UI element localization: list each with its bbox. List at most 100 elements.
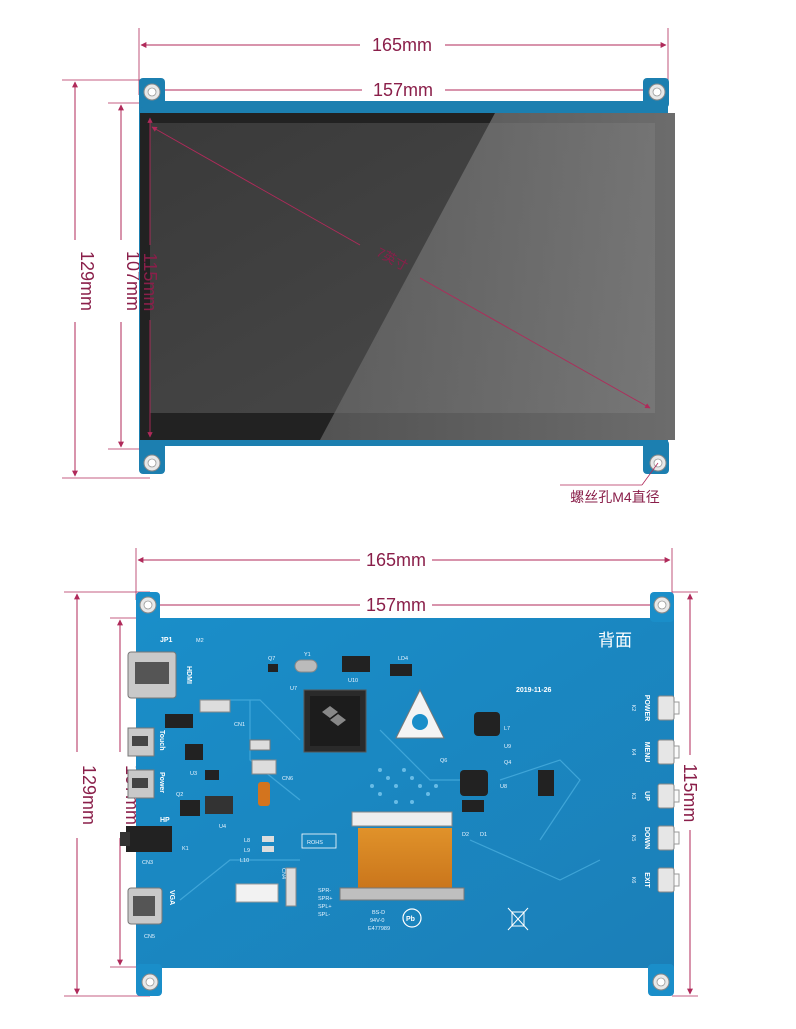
silk-d2: D2 xyxy=(462,832,469,838)
side-button-up[interactable]: UP K3 xyxy=(630,783,680,809)
back-height-right-label: 115mm xyxy=(680,764,700,823)
side-button-body[interactable] xyxy=(657,825,675,851)
back-speaker-connector: SPR- SPR+ SPL+ SPL- CN4 xyxy=(235,867,333,918)
weee-bin-icon xyxy=(507,907,529,931)
back-power-usb-port: Power xyxy=(127,769,165,799)
side-button-cap[interactable] xyxy=(673,701,680,715)
back-mounting-ear-tr xyxy=(650,592,674,622)
silk-l10: L10 xyxy=(240,858,249,864)
silk-spr-minus: SPR- xyxy=(318,888,331,894)
back-warning-logo xyxy=(395,688,445,739)
back-label: 背面 xyxy=(598,631,632,650)
front-height-inner-label: 107mm xyxy=(123,251,143,311)
back-date: 2019-11-26 xyxy=(516,687,552,694)
silk-hdmi: HDMI xyxy=(185,666,192,684)
back-cert-marks: BS-D 94V-0 E477989 Pb xyxy=(368,907,529,932)
side-button-label: EXIT xyxy=(643,872,650,888)
silk-q4: Q4 xyxy=(504,760,511,766)
silk-q6: Q6 xyxy=(440,758,447,764)
front-screw-note: 螺丝孔M4直径 xyxy=(560,462,660,505)
silk-k1: K1 xyxy=(182,846,189,852)
silk-cn1: CN1 xyxy=(234,722,245,728)
silk-spl-plus: SPL+ xyxy=(318,904,332,910)
front-width-outer-dimension: 165mm xyxy=(140,35,667,55)
side-button-cap[interactable] xyxy=(673,745,680,759)
back-height-outer-label: 129mm xyxy=(79,765,99,825)
front-mounting-ear-bl xyxy=(139,440,165,474)
back-view: 165mm 157mm 129mm 107mm xyxy=(64,548,700,997)
side-button-cap[interactable] xyxy=(673,873,680,887)
silk-u3: U3 xyxy=(190,771,197,777)
front-height-outer-label: 129mm xyxy=(77,251,97,311)
silk-cn6: CN6 xyxy=(282,776,293,782)
side-button-label: POWER xyxy=(643,695,650,721)
back-height-right-dimension: 115mm xyxy=(680,593,700,995)
silk-ld4: LD4 xyxy=(398,656,408,662)
back-mounting-ear-tl xyxy=(136,592,160,622)
back-touch-usb-port: Touch xyxy=(127,727,165,757)
back-hdmi-port: JP1 M2 HDMI xyxy=(127,637,204,699)
front-mounting-ear-tr xyxy=(643,78,669,108)
silk-y1: Y1 xyxy=(304,652,311,658)
front-height-outer-dimension: 129mm xyxy=(72,81,97,477)
front-view: 165mm 157mm 129mm 107mm xyxy=(62,28,675,505)
silk-pb: Pb xyxy=(406,916,415,923)
back-width-inner-label: 157mm xyxy=(366,595,426,615)
silk-u10: U10 xyxy=(348,678,358,684)
back-left-components: CN1 U3 Q2 U4 CN6 L8 L9 L10 xyxy=(165,699,293,864)
side-button-label: DOWN xyxy=(643,827,650,849)
front-screen-glare xyxy=(320,113,675,440)
side-button-code: K3 xyxy=(630,793,636,800)
back-headphone-jack: HP CN3 K1 xyxy=(120,817,189,866)
silk-l7: L7 xyxy=(504,726,510,732)
silk-cn3: CN3 xyxy=(142,860,153,866)
front-width-inner-dimension: 157mm xyxy=(151,80,657,100)
silk-q2: Q2 xyxy=(176,792,183,798)
silk-cert-bsd: BS-D xyxy=(372,910,385,916)
silk-vga: VGA xyxy=(168,890,175,905)
back-main-ic: U7 xyxy=(290,686,367,753)
front-width-outer-label: 165mm xyxy=(372,35,432,55)
back-crystal: Y1 Q7 xyxy=(268,652,318,673)
front-screw-note-label: 螺丝孔M4直径 xyxy=(570,489,659,505)
back-u10-chip: U10 LD4 xyxy=(342,656,412,684)
side-button-body[interactable] xyxy=(657,867,675,893)
back-mounting-ear-bl xyxy=(136,964,162,996)
side-button-down[interactable]: DOWN K5 xyxy=(630,825,680,851)
side-button-code: K6 xyxy=(630,877,636,884)
silk-jp1: JP1 xyxy=(160,637,173,644)
side-button-cap[interactable] xyxy=(673,789,680,803)
silk-q7: Q7 xyxy=(268,656,275,662)
back-vga-port: VGA CN5 xyxy=(127,887,175,940)
back-rohs-mark: ROHS xyxy=(301,833,337,849)
front-height-inner-dimension: 107mm xyxy=(118,104,143,448)
front-mounting-ear-br xyxy=(643,440,669,474)
side-button-label: MENU xyxy=(643,742,650,763)
side-button-exit[interactable]: EXIT K6 xyxy=(630,867,680,893)
silk-spr-plus: SPR+ xyxy=(318,896,333,902)
front-width-inner-label: 157mm xyxy=(373,80,433,100)
side-button-cap[interactable] xyxy=(673,831,680,845)
side-button-label: UP xyxy=(643,791,650,801)
side-button-body[interactable] xyxy=(657,695,675,721)
silk-cert-e477989: E477989 xyxy=(368,926,390,932)
silk-l9: L9 xyxy=(244,848,250,854)
silk-d1: D1 xyxy=(480,832,487,838)
back-height-outer-dimension: 129mm xyxy=(74,593,99,995)
back-width-outer-label: 165mm xyxy=(366,550,426,570)
silk-cn4: CN4 xyxy=(280,868,286,879)
silk-rohs: ROHS xyxy=(307,840,323,846)
front-mounting-ear-tl xyxy=(139,78,165,108)
side-button-body[interactable] xyxy=(657,783,675,809)
back-fpc-ribbon xyxy=(339,811,465,901)
silk-spl-minus: SPL- xyxy=(318,912,330,918)
back-mounting-ear-br xyxy=(648,964,674,996)
back-pcb xyxy=(136,618,674,968)
silk-cert-94v0: 94V-0 xyxy=(370,918,384,924)
side-button-body[interactable] xyxy=(657,739,675,765)
side-button-code: K5 xyxy=(630,835,636,842)
